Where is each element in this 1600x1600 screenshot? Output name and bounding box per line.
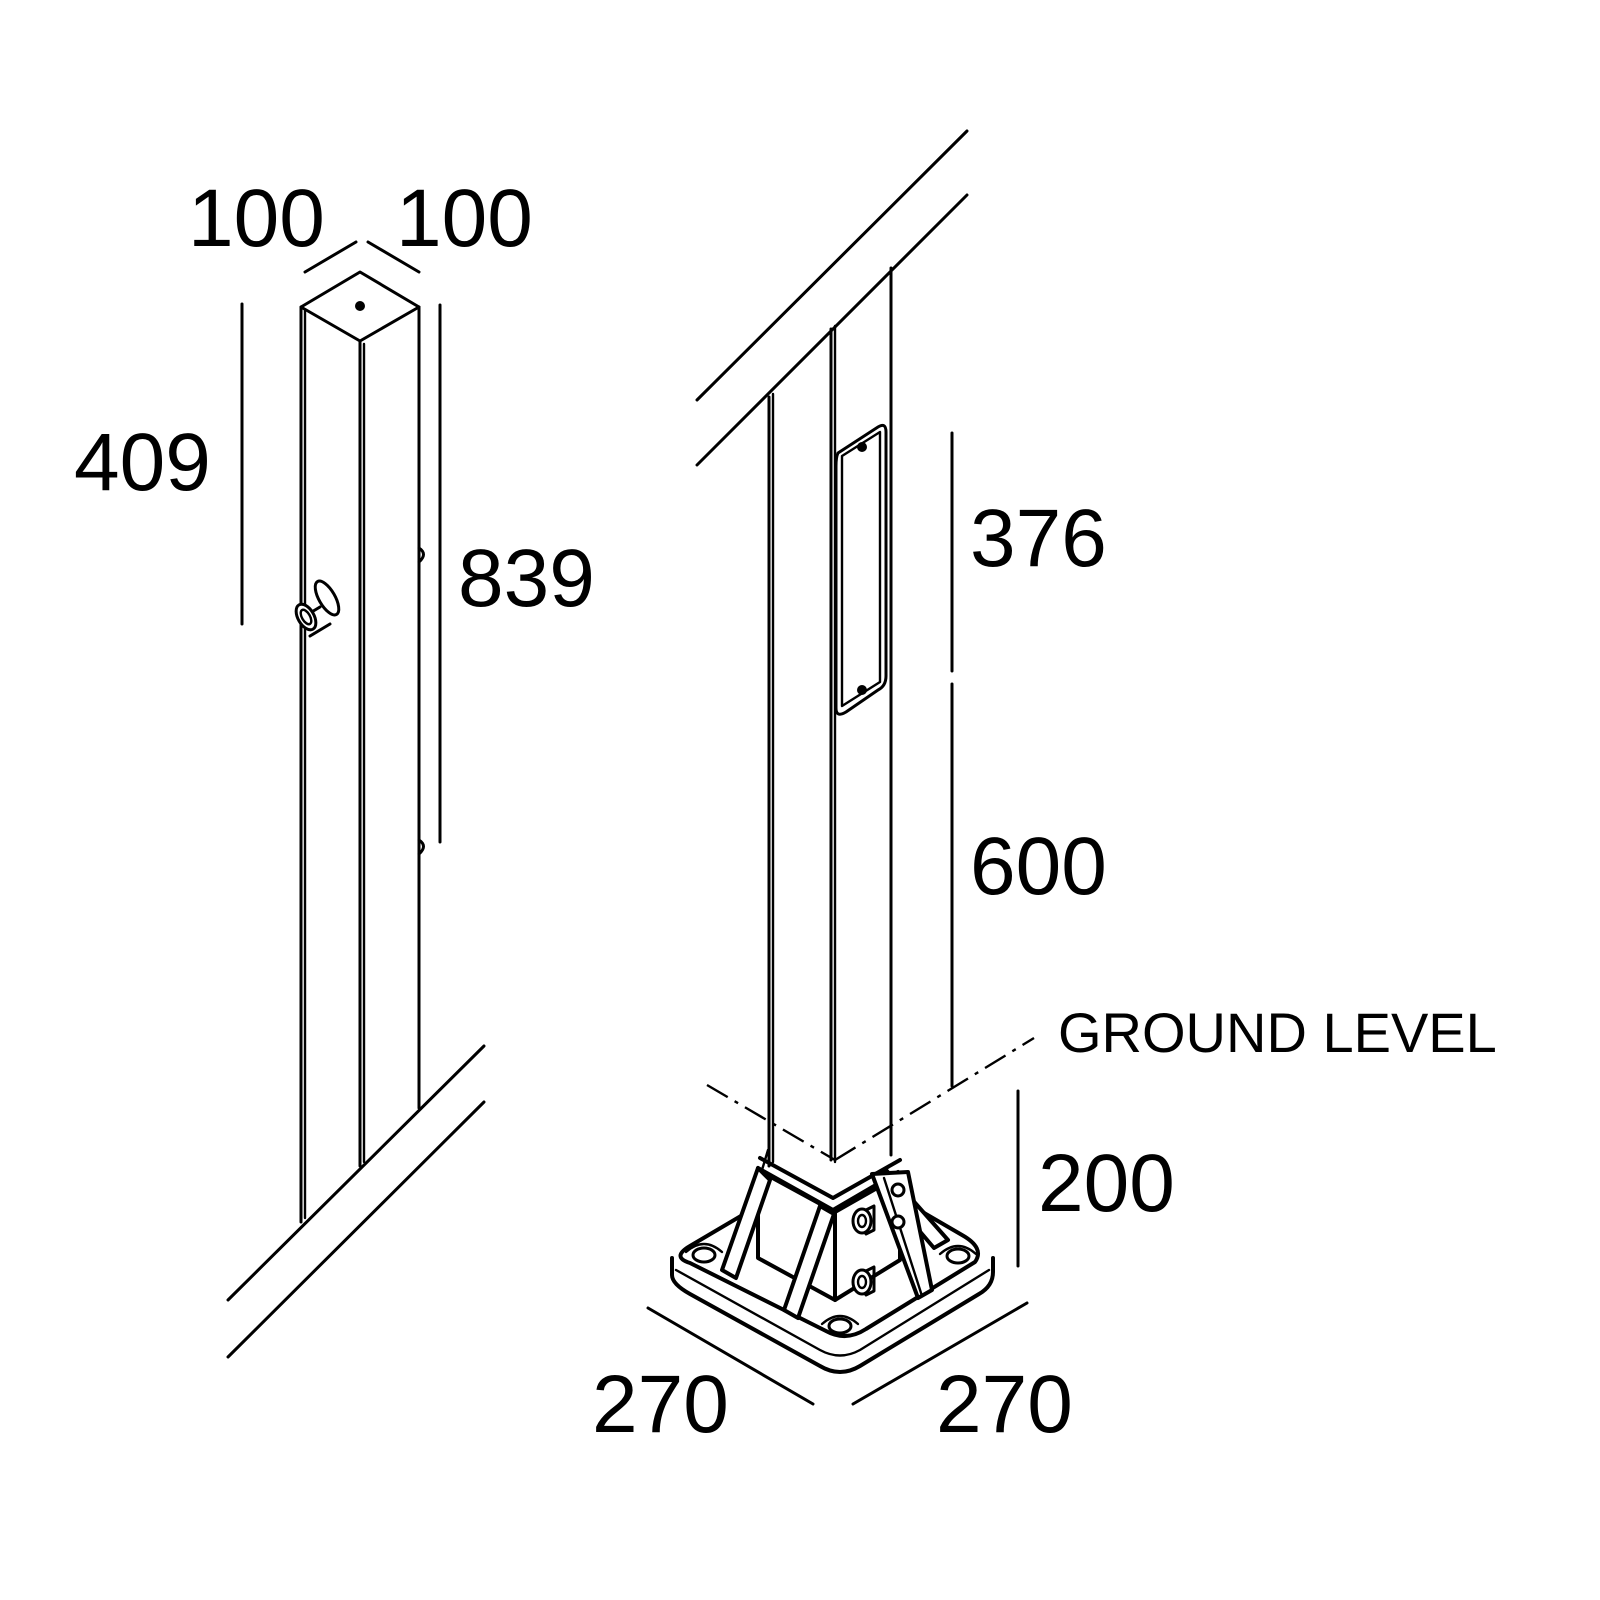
stake-dimension-lines (240, 240, 442, 844)
access-cover-plate (834, 423, 888, 716)
base-width-left-label: 270 (592, 1359, 729, 1450)
ground-level-line-right (834, 1036, 1035, 1162)
stake-ground-line-lower (226, 1100, 486, 1359)
base-height-label: 200 (1038, 1138, 1175, 1229)
base-hole-front (827, 1317, 853, 1335)
ground-level-line-left (706, 1083, 836, 1162)
gusset-front (782, 1204, 836, 1320)
wall-line-upper (695, 129, 969, 402)
socket-bolt-upper (851, 1204, 876, 1236)
stake-upper-height-label: 409 (74, 417, 211, 508)
socket-bolt-lower (851, 1265, 876, 1297)
stake-post-top-hole (355, 301, 365, 311)
stake-total-height-label: 839 (458, 533, 595, 624)
stake-width-right-label: 100 (396, 173, 533, 264)
base-hole-right (945, 1247, 971, 1265)
base-post (670, 129, 1035, 1374)
base-upper-height-label: 376 (970, 493, 1107, 584)
stake-ground-line-upper (226, 1044, 486, 1302)
stake-post (226, 270, 486, 1359)
socket-bolt-side (890, 1182, 906, 1230)
base-socket (720, 1148, 950, 1320)
base-width-right-label: 270 (936, 1359, 1073, 1450)
ground-level-label: GROUND LEVEL (1058, 1001, 1497, 1064)
base-hole-left (691, 1246, 717, 1264)
gusset-left (720, 1166, 772, 1280)
base-dimension-lines (646, 431, 1029, 1406)
stake-post-bolt (294, 579, 341, 638)
stake-width-left-label: 100 (188, 173, 325, 264)
base-lower-height-label: 600 (970, 821, 1107, 912)
